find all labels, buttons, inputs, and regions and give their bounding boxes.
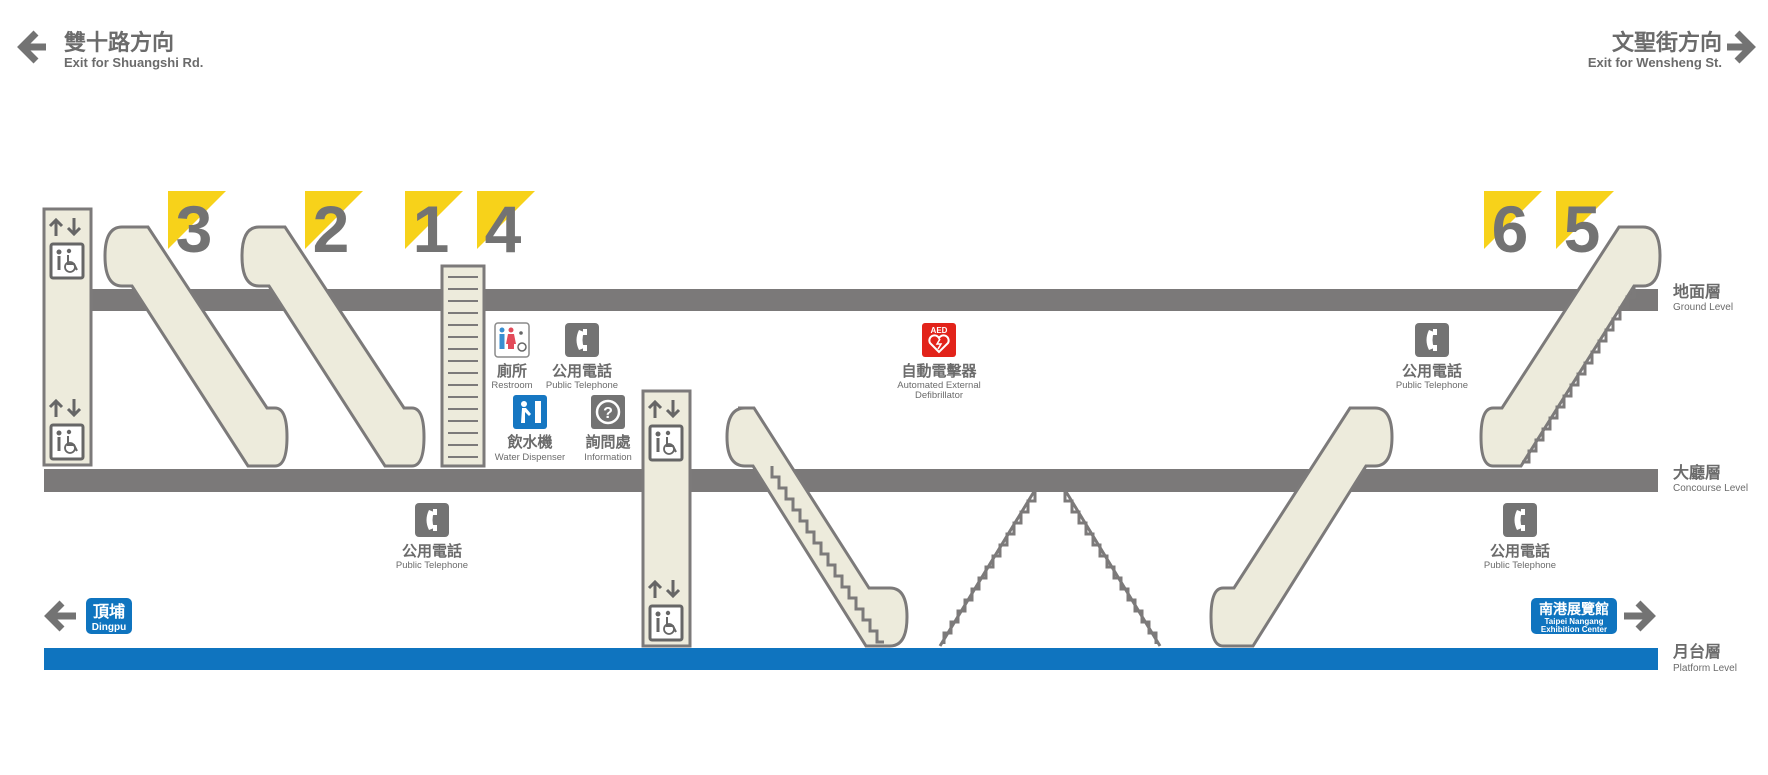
restroom-en: Restroom [491, 380, 532, 391]
destination-left-en: Dingpu [92, 622, 126, 633]
direction-right-zh: 文聖街方向 [1612, 30, 1722, 56]
exit-number-6: 6 [1492, 192, 1529, 266]
restroom-icon [499, 327, 527, 352]
escalator-platform-right [1209, 406, 1394, 648]
direction-left-en: Exit for Shuangshi Rd. [64, 55, 203, 70]
facility-water-dispenser: 飲水機 Water Dispenser [495, 395, 565, 463]
public-phone-en: Public Telephone [396, 560, 468, 571]
escalator-exit-5 [1479, 225, 1662, 468]
public-phone-en: Public Telephone [1484, 560, 1556, 571]
concourse-level-zh: 大廳層 [1673, 463, 1721, 482]
escalator-platform-left [725, 406, 909, 648]
exit-tag-1: 1 [405, 191, 463, 266]
question-icon [595, 399, 621, 425]
aed-badge: AED [931, 326, 948, 335]
telephone-icon [415, 503, 449, 537]
exit-number-3: 3 [176, 192, 213, 266]
aed-en-line2: Defibrillator [915, 390, 963, 401]
direction-right: 文聖街方向 Exit for Wensheng St. [1588, 30, 1756, 70]
public-phone-en: Public Telephone [1396, 380, 1468, 391]
destination-right: 南港展覽館 Taipei Nangang Exhibition Center [1531, 598, 1656, 634]
exit-tag-5: 5 [1556, 191, 1614, 266]
arrow-left-icon [44, 600, 76, 632]
aed-heart-icon [928, 334, 950, 354]
exit-number-5: 5 [1564, 192, 1601, 266]
info-question-mark: ? [603, 405, 613, 422]
stairs-center [938, 489, 1162, 647]
concourse-level-floor [44, 469, 1658, 492]
elevator-center [641, 389, 692, 648]
facility-public-phone-4: 公用電話 Public Telephone [1484, 503, 1556, 571]
stairs-exit-1 [440, 264, 486, 468]
facility-restroom: 廁所 Restroom [491, 322, 533, 391]
destination-right-en-line2: Exhibition Center [1541, 625, 1607, 634]
aed-zh: 自動電擊器 [901, 362, 977, 380]
exit-tag-6: 6 [1484, 191, 1542, 266]
destination-left-zh: 頂埔 [93, 602, 125, 621]
exit-tag-3: 3 [168, 191, 226, 266]
exit-tag-4: 4 [477, 191, 535, 266]
level-label-ground: 地面層 Ground Level [1673, 282, 1733, 313]
water-dispenser-icon [521, 401, 541, 423]
level-label-platform: 月台層 Platform Level [1672, 642, 1737, 674]
aed-en-line1: Automated External [897, 380, 980, 391]
facility-public-phone-1: 公用電話 Public Telephone [546, 323, 618, 391]
exit-number-1: 1 [413, 192, 450, 266]
destination-left: 頂埔 Dingpu [44, 598, 132, 634]
public-phone-zh: 公用電話 [552, 362, 612, 380]
concourse-level-en: Concourse Level [1673, 483, 1748, 494]
escalator-exit-2 [240, 225, 426, 468]
platform-level-en: Platform Level [1673, 663, 1737, 674]
arrow-right-icon [1624, 600, 1656, 632]
information-en: Information [584, 452, 632, 463]
ground-level-zh: 地面層 [1673, 282, 1721, 301]
water-dispenser-en: Water Dispenser [495, 452, 565, 463]
public-phone-zh: 公用電話 [402, 542, 462, 560]
information-zh: 詢問處 [585, 433, 631, 451]
restroom-zh: 廁所 [497, 362, 527, 380]
elevator-left [42, 207, 93, 467]
level-label-concourse: 大廳層 Concourse Level [1673, 463, 1748, 494]
escalator-exit-3 [103, 225, 289, 468]
telephone-icon [565, 323, 599, 357]
facility-public-phone-3: 公用電話 Public Telephone [396, 503, 468, 571]
facility-public-phone-2: 公用電話 Public Telephone [1396, 323, 1468, 391]
exit-number-2: 2 [313, 192, 350, 266]
destination-right-zh: 南港展覽館 [1539, 601, 1609, 617]
exit-number-4: 4 [485, 192, 522, 266]
telephone-icon [1503, 503, 1537, 537]
public-phone-zh: 公用電話 [1402, 362, 1462, 380]
destination-right-en-line1: Taipei Nangang [1545, 617, 1604, 626]
facility-aed: AED 自動電擊器 Automated External Defibrillat… [897, 323, 981, 401]
telephone-icon [1415, 323, 1449, 357]
arrow-right-icon [1727, 30, 1756, 64]
water-dispenser-zh: 飲水機 [506, 433, 552, 451]
direction-left-zh: 雙十路方向 [64, 30, 174, 56]
direction-left: 雙十路方向 Exit for Shuangshi Rd. [17, 30, 203, 70]
direction-right-en: Exit for Wensheng St. [1588, 55, 1722, 70]
public-phone-zh: 公用電話 [1490, 542, 1550, 560]
arrow-left-icon [17, 30, 46, 64]
platform-level-floor [44, 648, 1658, 670]
platform-level-zh: 月台層 [1672, 642, 1721, 661]
public-phone-en: Public Telephone [546, 380, 618, 391]
facility-information: ? 詢問處 Information [584, 395, 632, 463]
exit-tag-2: 2 [305, 191, 363, 266]
ground-level-en: Ground Level [1673, 302, 1733, 313]
